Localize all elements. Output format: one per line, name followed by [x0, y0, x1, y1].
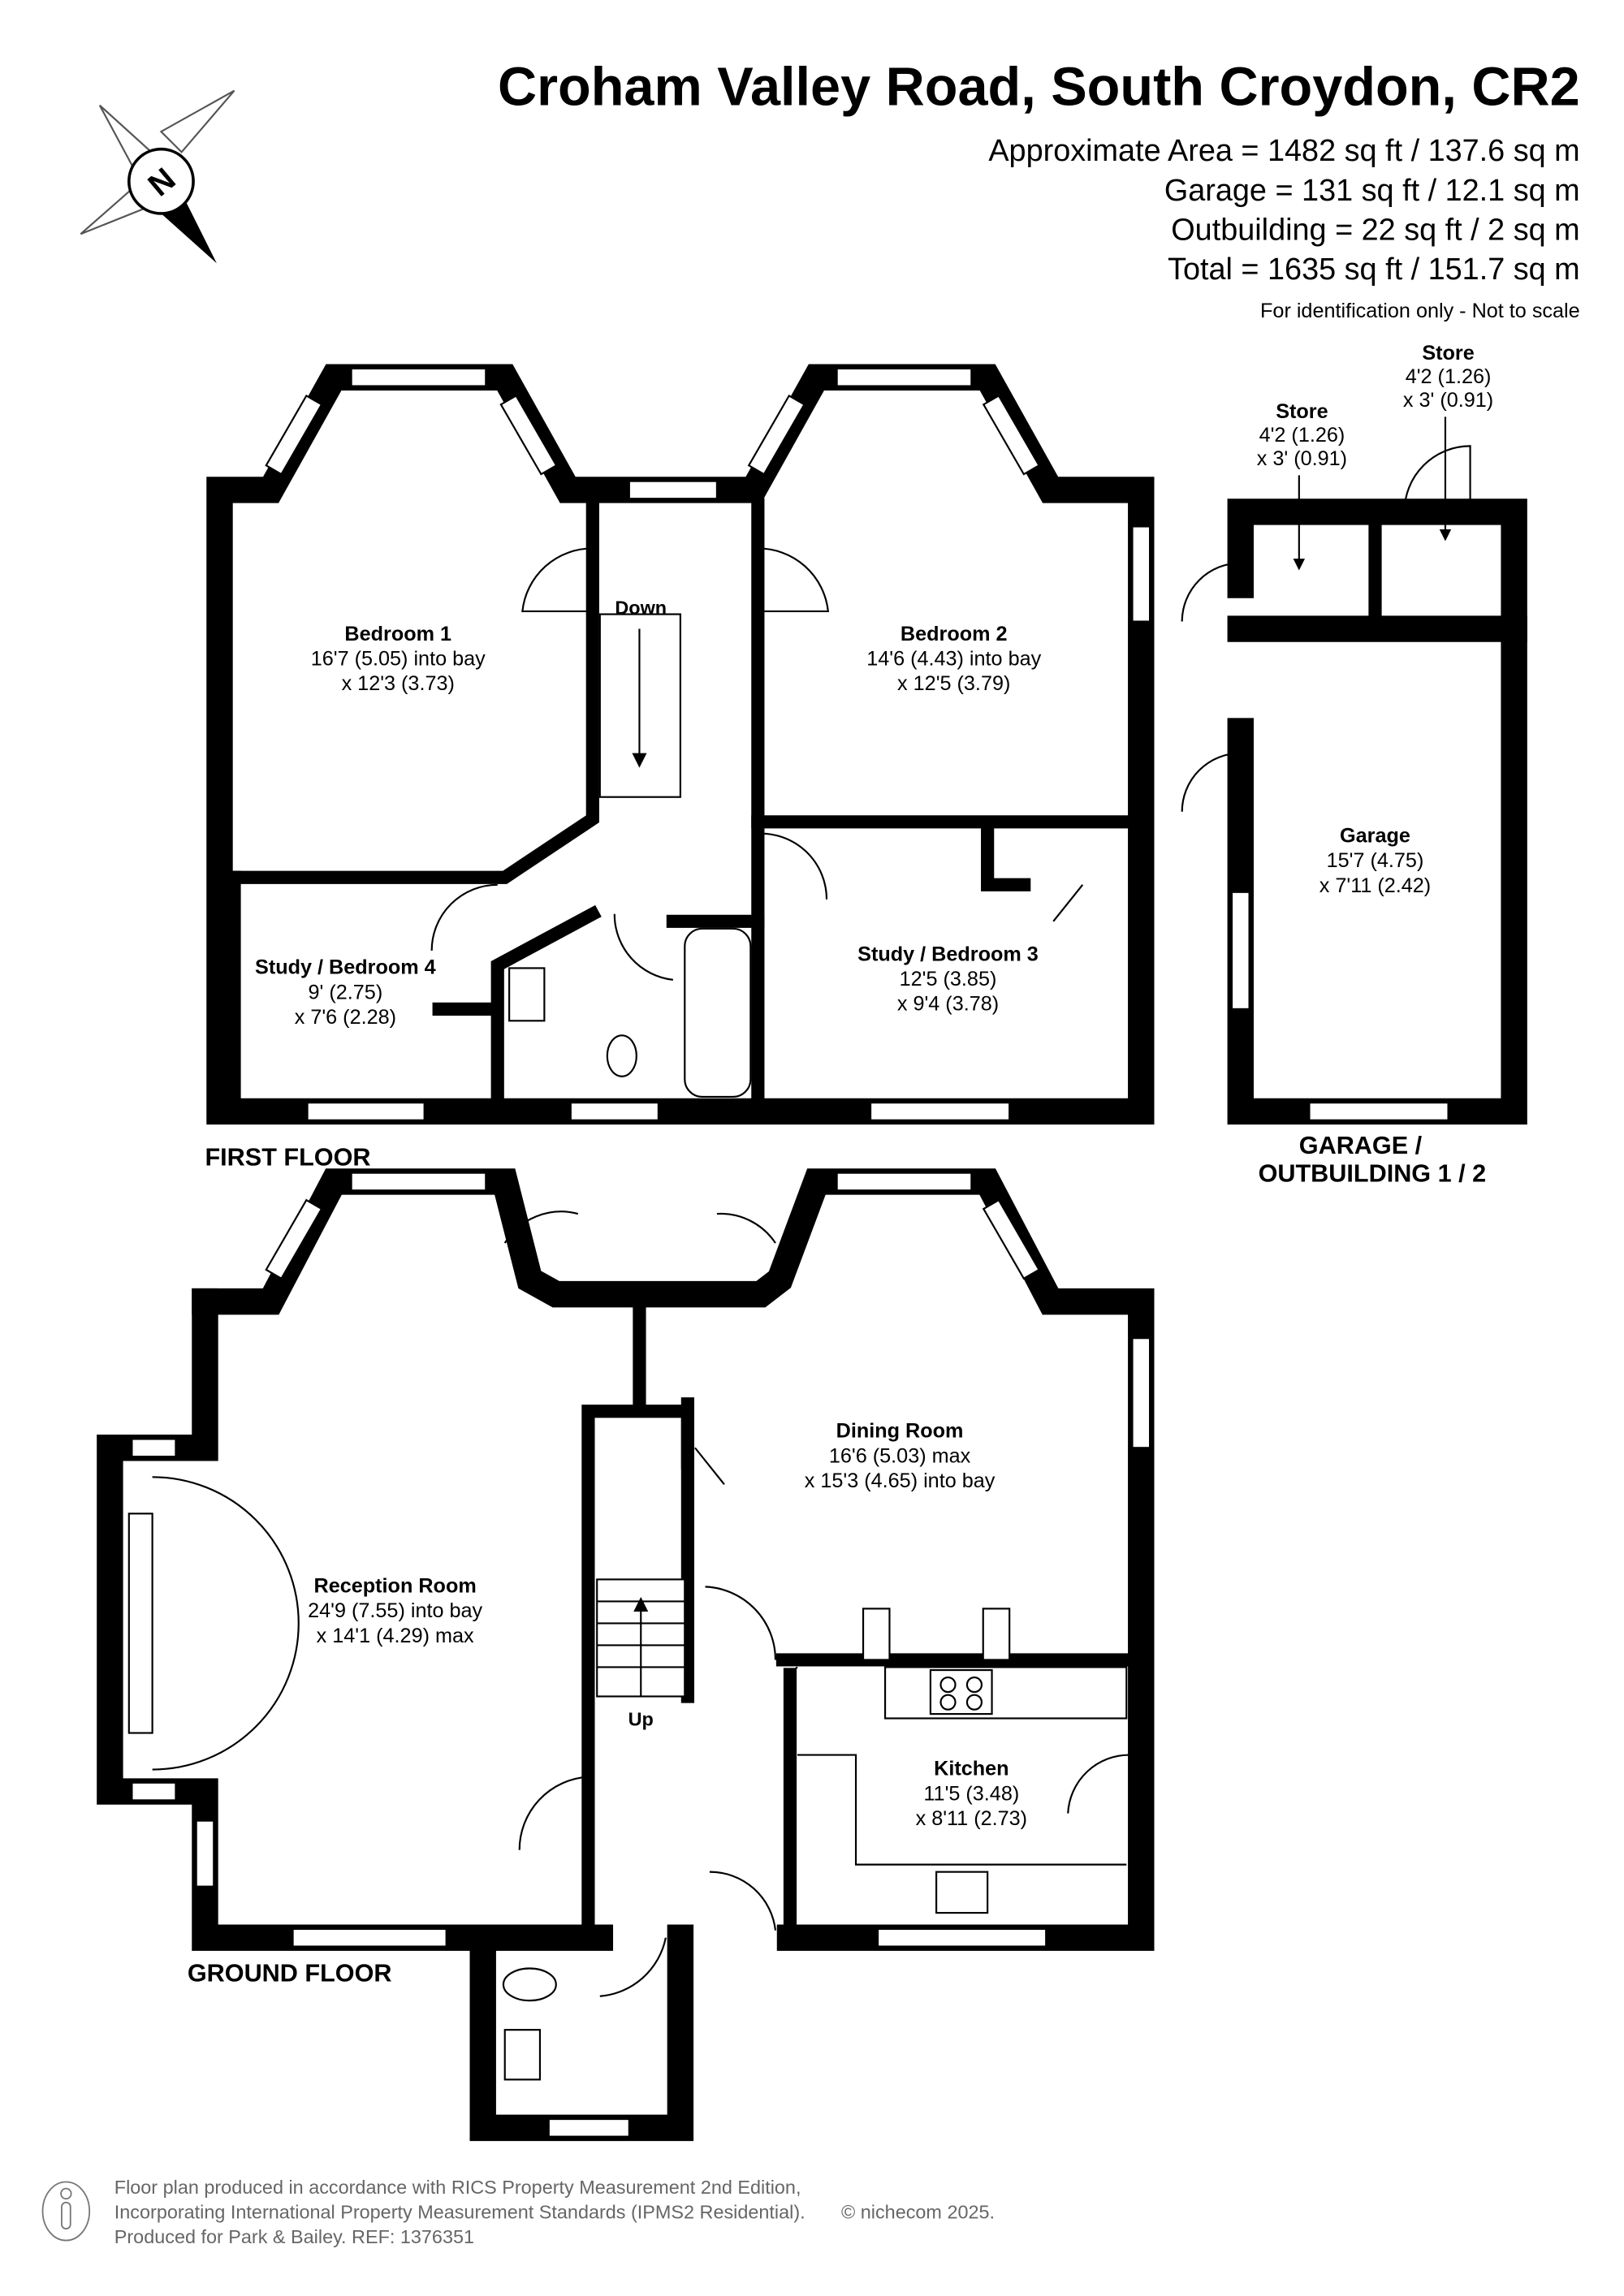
room-name-dining-room: Dining Room [836, 1420, 964, 1443]
rics-logo-icon [41, 2181, 91, 2242]
room-dims: 14'6 (4.43) into bay [866, 648, 1041, 671]
garage-label: GARAGE / [1299, 1132, 1423, 1159]
first-floor-label: FIRST FLOOR [205, 1144, 370, 1172]
basin-icon [503, 2029, 542, 2081]
copyright: © nichecom 2025. [841, 2202, 995, 2223]
room-dims: 15'7 (4.75) [1327, 849, 1424, 872]
area-outbuilding: Outbuilding = 22 sq ft / 2 sq m [1171, 213, 1579, 247]
disclaimer: For identification only - Not to scale [1260, 300, 1580, 322]
room-dims: x 7'11 (2.42) [1320, 874, 1431, 897]
bath-icon [684, 927, 752, 1098]
stairs-up-label: Up [628, 1709, 654, 1730]
outbuilding-label: OUTBUILDING 1 / 2 [1259, 1159, 1487, 1187]
room-dims: x 9'4 (3.78) [897, 993, 999, 1016]
room-dims: 4'2 (1.26) [1259, 424, 1345, 447]
ground-floor-plan: Up Reception Room 24'9 (7.55) into bay x… [97, 1168, 1155, 2142]
toilet-icon [606, 1034, 637, 1077]
room-name-garage: Garage [1340, 825, 1410, 848]
area-total: Total = 1635 sq ft / 151.7 sq m [1168, 252, 1580, 287]
room-dims: x 12'3 (3.73) [342, 672, 455, 695]
room-dims: x 14'1 (4.29) max [317, 1625, 474, 1647]
toilet-icon [502, 1967, 557, 2002]
room-dims: 16'7 (5.05) into bay [311, 648, 486, 671]
room-dims: 11'5 (3.48) [923, 1782, 1019, 1805]
hob-icon [929, 1668, 993, 1716]
footer-line-3: Produced for Park & Bailey. REF: 1376351 [114, 2226, 474, 2247]
room-dims: 12'5 (3.85) [900, 968, 997, 990]
sink-icon [935, 1871, 989, 1914]
room-name-bedroom-2: Bedroom 2 [901, 623, 1008, 645]
room-name-study-bedroom-3: Study / Bedroom 3 [857, 943, 1039, 965]
room-dims: x 7'6 (2.28) [295, 1006, 396, 1029]
footer-line-1: Floor plan produced in accordance with R… [114, 2177, 801, 2198]
area-approximate: Approximate Area = 1482 sq ft / 137.6 sq… [988, 134, 1579, 168]
room-dims: x 8'11 (2.73) [916, 1807, 1027, 1830]
room-dims: x 3' (0.91) [1257, 447, 1347, 470]
room-dims: 24'9 (7.55) into bay [308, 1599, 482, 1622]
room-dims: x 15'3 (4.65) into bay [805, 1470, 996, 1492]
garage-plan: Store 4'2 (1.26) x 3' (0.91) Store 4'2 (… [1181, 342, 1527, 1125]
area-garage: Garage = 131 sq ft / 12.1 sq m [1164, 174, 1580, 208]
room-name-store: Store [1422, 342, 1474, 365]
page-title: Croham Valley Road, South Croydon, CR2 [498, 58, 1580, 118]
room-dims: 16'6 (5.03) max [829, 1444, 971, 1467]
staircase [598, 613, 681, 798]
room-name-study-bedroom-4: Study / Bedroom 4 [255, 956, 436, 979]
compass-icon: N [80, 89, 235, 264]
room-name-kitchen: Kitchen [934, 1758, 1009, 1780]
ground-floor-label: GROUND FLOOR [188, 1960, 392, 1987]
basin-icon [508, 967, 546, 1022]
room-name-bedroom-1: Bedroom 1 [344, 623, 451, 645]
staircase [596, 1578, 686, 1698]
room-dims: 9' (2.75) [309, 981, 383, 1003]
footer-line-2: Incorporating International Property Mea… [114, 2202, 806, 2223]
first-floor-plan: Down Bedroom 1 16'7 (5.05) into bay x 12… [206, 364, 1155, 1125]
fireplace [127, 1513, 153, 1734]
room-dims: 4'2 (1.26) [1406, 365, 1492, 388]
room-name-reception-room: Reception Room [314, 1575, 477, 1598]
room-dims: x 12'5 (3.79) [897, 672, 1010, 695]
stairs-down-label: Down [615, 598, 667, 619]
room-name-store: Store [1276, 400, 1328, 423]
room-dims: x 3' (0.91) [1403, 389, 1493, 412]
